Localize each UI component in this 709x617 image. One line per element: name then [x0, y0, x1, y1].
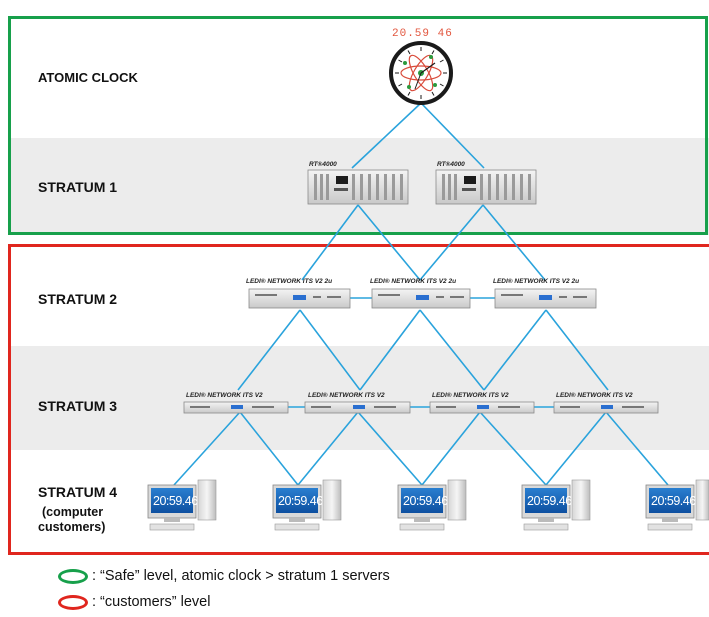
link-s1b-s2b	[419, 204, 484, 281]
stratum3-label-d: LEDI® NETWORK ITS V2	[556, 391, 633, 399]
red-oval-icon	[58, 594, 88, 610]
link-s2c-s3d	[545, 309, 609, 391]
stratum2-device-c: LEDI® NETWORK ITS V2 2u	[493, 277, 597, 309]
level-label-atomic-clock: ATOMIC CLOCK	[38, 70, 138, 85]
link-s1b-s2c	[482, 204, 546, 281]
computer-1: 20:59.46	[147, 479, 217, 531]
stratum3-label-c: LEDI® NETWORK ITS V2	[432, 391, 509, 399]
stratum3-device-a: LEDI® NETWORK ITS V2	[183, 391, 289, 414]
stratum1-server-a: RT®4000	[307, 160, 409, 205]
link-lines	[173, 102, 669, 486]
level-label-stratum-2: STRATUM 2	[38, 291, 118, 307]
link-s2a-s3b	[299, 309, 361, 391]
link-clock-s1a	[351, 102, 422, 169]
stratum1-label-a: RT®4000	[309, 160, 337, 168]
band-atomic-clock	[8, 16, 709, 138]
link-s2c-s3c	[483, 309, 547, 391]
computer-3: 20:59.46	[397, 479, 467, 531]
link-s3b-pc3	[357, 411, 423, 486]
stratum1-label-b: RT®4000	[437, 160, 465, 168]
stratum1-server-b: RT®4000	[435, 160, 537, 205]
link-s2b-s3b	[359, 309, 421, 391]
atomic-clock-icon	[389, 41, 453, 105]
stratum3-device-b: LEDI® NETWORK ITS V2	[304, 391, 411, 414]
legend-customers: : “customers” level	[58, 594, 210, 610]
band-stratum-4	[8, 450, 709, 555]
link-s3d-pc5	[605, 411, 669, 486]
link-s3c-pc3	[421, 411, 481, 486]
computer-1-screen-time: 20:59.46	[153, 494, 198, 508]
stratum3-label-b: LEDI® NETWORK ITS V2	[308, 391, 385, 399]
legend-customers-text: : “customers” level	[92, 594, 211, 610]
link-clock-s1b	[420, 102, 485, 169]
safe-level-box	[8, 16, 708, 235]
link-s2a-s3a	[237, 309, 301, 391]
link-s2b-s3c	[419, 309, 485, 391]
level-sublabel-customers: customers)	[38, 520, 106, 534]
stratum2-device-a: LEDI® NETWORK ITS V2 2u	[246, 277, 351, 309]
link-s3c-pc4	[479, 411, 547, 486]
link-s3a-pc1	[173, 411, 241, 486]
level-label-stratum-1: STRATUM 1	[38, 179, 118, 195]
computer-3-screen-time: 20:59.46	[403, 494, 448, 508]
link-s3d-pc4	[545, 411, 607, 486]
link-s1a-s2b	[357, 204, 421, 281]
legend-safe: : “Safe” level, atomic clock > stratum 1…	[58, 568, 390, 584]
computer-2: 20:59.46	[272, 479, 342, 531]
stratum2-device-b: LEDI® NETWORK ITS V2 2u	[370, 277, 471, 309]
stratum2-label-a: LEDI® NETWORK ITS V2 2u	[246, 277, 332, 285]
level-label-stratum-3: STRATUM 3	[38, 398, 118, 414]
stratum3-label-a: LEDI® NETWORK ITS V2	[186, 391, 263, 399]
level-sublabel-computer: (computer	[42, 505, 104, 519]
computer-5-screen-time: 20:59.46	[651, 494, 696, 508]
computer-5: 20:59.46	[645, 479, 709, 531]
green-oval-icon	[58, 568, 88, 584]
computer-4: 20:59.46	[521, 479, 591, 531]
computer-2-screen-time: 20:59.46	[278, 494, 323, 508]
customers-level-box	[8, 244, 709, 555]
computer-4-screen-time: 20:59.46	[527, 494, 572, 508]
stratum2-label-b: LEDI® NETWORK ITS V2 2u	[370, 277, 456, 285]
stratum2-label-c: LEDI® NETWORK ITS V2 2u	[493, 277, 579, 285]
link-s1a-s2a	[301, 204, 359, 281]
clock-readout: 20.59 46	[392, 28, 453, 40]
stratum3-device-d: LEDI® NETWORK ITS V2	[553, 391, 659, 414]
band-stratum-3	[8, 346, 709, 450]
stratum3-device-c: LEDI® NETWORK ITS V2	[429, 391, 535, 414]
link-s3b-pc2	[297, 411, 359, 486]
level-label-stratum-4: STRATUM 4	[38, 484, 118, 500]
link-s3a-pc2	[239, 411, 299, 486]
legend-safe-text: : “Safe” level, atomic clock > stratum 1…	[92, 568, 390, 584]
